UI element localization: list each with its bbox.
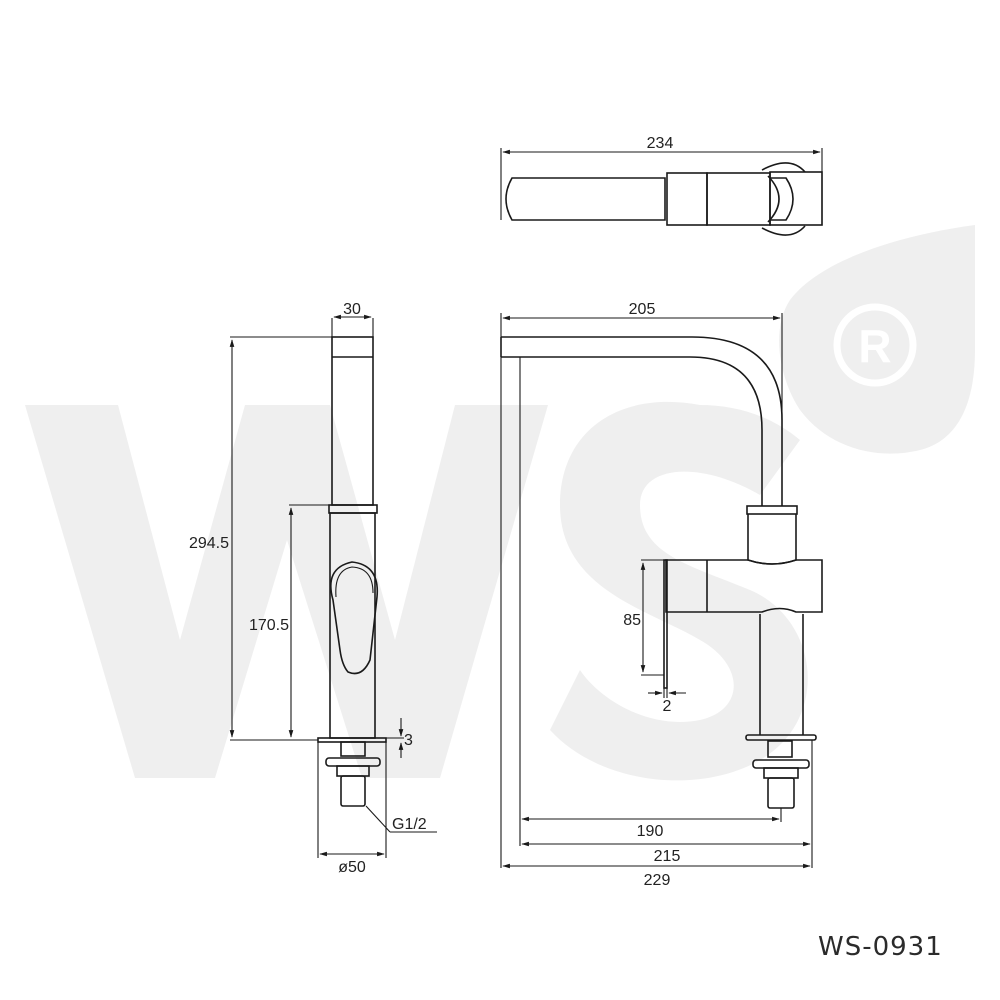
- dim-thread: G1/2: [392, 816, 427, 833]
- dim-total-height: 294.5: [189, 535, 229, 552]
- dim-overall-length: 234: [647, 135, 674, 152]
- watermark-logo: R: [25, 225, 975, 781]
- model-code: WS-0931: [818, 932, 943, 962]
- top-view: [500, 148, 823, 236]
- dim-outlet-to-center: 190: [637, 823, 664, 840]
- dim-handle-gap: 2: [663, 698, 672, 715]
- front-view: [500, 313, 823, 869]
- dim-body-height: 170.5: [249, 617, 289, 634]
- dim-base-thickness: 3: [404, 732, 413, 749]
- dim-base-diameter: ø50: [338, 859, 366, 876]
- dim-spout-reach: 205: [629, 301, 656, 318]
- dim-inner-reach: 215: [654, 848, 681, 865]
- side-view: [229, 314, 437, 858]
- dim-spout-width: 30: [343, 301, 361, 318]
- dim-handle-height: 85: [623, 612, 641, 629]
- registered-mark: R: [858, 320, 891, 372]
- dim-overall-reach: 229: [644, 872, 671, 889]
